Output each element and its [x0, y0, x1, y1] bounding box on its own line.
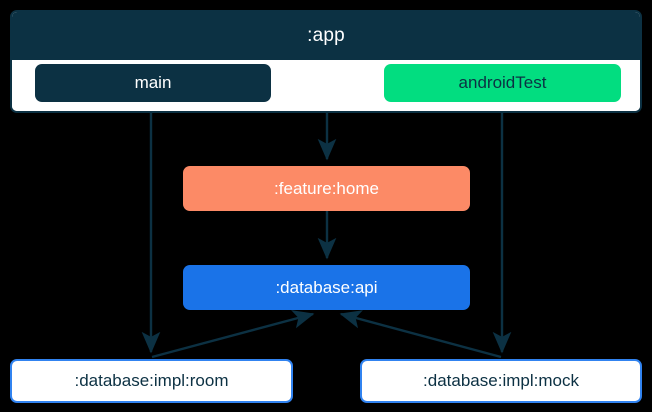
edge-database-impl-room-to-database-api: [151, 310, 315, 359]
node-android-test[interactable]: androidTest: [384, 64, 621, 102]
edge-database-impl-mock-to-database-api: [339, 310, 502, 359]
node-database-impl-mock[interactable]: :database:impl:mock: [360, 359, 642, 403]
node-database-impl-room[interactable]: :database:impl:room: [10, 359, 293, 403]
subgraph-app-title: :app: [12, 12, 640, 60]
subgraph-app-body: main androidTest: [12, 60, 640, 111]
subgraph-app[interactable]: :app main androidTest: [10, 10, 642, 113]
node-database-api[interactable]: :database:api: [183, 265, 470, 310]
node-feature-home[interactable]: :feature:home: [183, 166, 470, 211]
node-main[interactable]: main: [35, 64, 271, 102]
